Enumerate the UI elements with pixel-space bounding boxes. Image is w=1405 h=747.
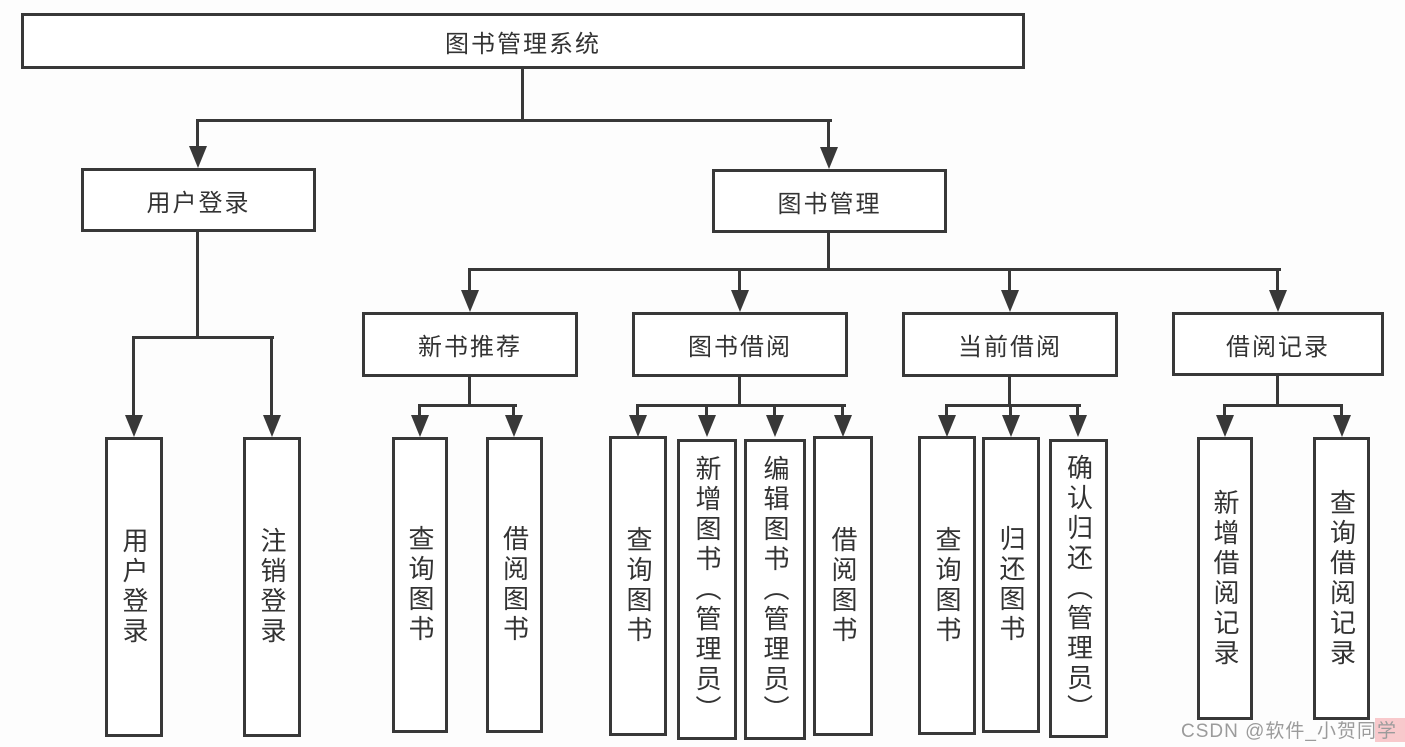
leaf-record-add-label: 新增借阅记录 <box>1210 488 1240 669</box>
leaf-borrow-edit-admin-label: 编辑图书（管理员） <box>760 454 790 725</box>
leaf-user-logout: 注销登录 <box>243 437 301 737</box>
arrow-down-icon <box>820 147 838 169</box>
leaf-newbook-query-label: 查询图书 <box>405 525 435 645</box>
connector-shaft <box>1008 268 1011 294</box>
node-new-book-recommend: 新书推荐 <box>362 312 578 377</box>
arrow-down-icon <box>505 415 523 437</box>
arrow-down-icon <box>263 415 281 437</box>
leaf-current-confirm-admin-label: 确认归还（管理员） <box>1063 453 1094 724</box>
leaf-current-confirm-admin: 确认归还（管理员） <box>1049 439 1108 738</box>
leaf-borrow-add-admin: 新增图书（管理员） <box>677 439 737 740</box>
arrow-down-icon <box>1269 290 1287 312</box>
connector-borrow-bar <box>636 404 846 407</box>
leaf-newbook-borrow-label: 借阅图书 <box>499 525 530 645</box>
connector-shaft <box>1076 404 1079 419</box>
arrow-down-icon <box>1002 415 1020 437</box>
arrow-down-icon <box>698 415 716 437</box>
leaf-borrow-edit-admin: 编辑图书（管理员） <box>744 439 806 740</box>
connector-book-bar <box>468 268 1281 271</box>
connector-newbook-stem <box>468 375 471 407</box>
leaf-borrow-add-admin-label: 新增图书（管理员） <box>692 454 722 725</box>
node-user-login: 用户登录 <box>81 168 316 232</box>
arrow-down-icon <box>1216 415 1234 437</box>
leaf-current-return: 归还图书 <box>982 437 1040 733</box>
leaf-newbook-query: 查询图书 <box>392 437 448 733</box>
leaf-record-add: 新增借阅记录 <box>1197 437 1253 720</box>
connector-shaft <box>705 404 708 419</box>
arrow-down-icon <box>629 415 647 437</box>
node-book-borrow: 图书借阅 <box>632 312 848 377</box>
node-borrow-record: 借阅记录 <box>1172 312 1384 376</box>
watermark: CSDN @软件_小贺同学 <box>1181 716 1397 743</box>
connector-record-bar <box>1223 404 1343 407</box>
arrow-down-icon <box>411 415 429 437</box>
connector-borrow-stem <box>738 375 741 407</box>
arrow-down-icon <box>461 290 479 312</box>
connector-shaft <box>270 336 273 418</box>
leaf-current-return-label: 归还图书 <box>996 525 1026 645</box>
connector-user-stem <box>196 231 199 338</box>
connector-shaft <box>827 119 830 149</box>
leaf-user-login-label: 用户登录 <box>119 527 149 647</box>
leaf-borrow-borrow: 借阅图书 <box>813 436 873 736</box>
arrow-down-icon <box>731 290 749 312</box>
arrow-down-icon <box>125 415 143 437</box>
connector-current-bar <box>945 404 1081 407</box>
connector-user-bar <box>132 336 274 339</box>
leaf-user-logout-label: 注销登录 <box>257 527 287 647</box>
leaf-user-login: 用户登录 <box>105 437 163 737</box>
connector-newbook-bar <box>418 404 517 407</box>
leaf-borrow-borrow-label: 借阅图书 <box>828 526 858 646</box>
arrow-down-icon <box>1333 415 1351 437</box>
node-book-borrow-label: 图书借阅 <box>688 334 792 361</box>
leaf-current-query: 查询图书 <box>918 436 976 735</box>
arrow-down-icon <box>1069 415 1087 437</box>
connector-shaft <box>773 404 776 419</box>
watermark-highlight <box>1375 718 1405 742</box>
connector-record-stem <box>1276 375 1279 407</box>
node-book-management-label: 图书管理 <box>777 190 882 218</box>
connector-shaft <box>1223 404 1226 419</box>
connector-shaft <box>1276 268 1279 294</box>
node-borrow-record-label: 借阅记录 <box>1226 333 1330 361</box>
watermark-text: CSDN @软件_小贺同学 <box>1181 721 1397 742</box>
connector-shaft <box>738 268 741 294</box>
arrow-down-icon <box>834 415 852 437</box>
leaf-record-query-label: 查询借阅记录 <box>1326 488 1357 669</box>
connector-shaft <box>1009 404 1012 419</box>
leaf-current-query-label: 查询图书 <box>932 525 962 646</box>
connector-shaft <box>636 404 639 419</box>
node-new-book-recommend-label: 新书推荐 <box>418 334 522 361</box>
connector-shaft <box>841 404 844 419</box>
leaf-record-query: 查询借阅记录 <box>1313 437 1370 720</box>
node-book-management: 图书管理 <box>712 169 947 233</box>
connector-shaft <box>418 404 421 419</box>
node-root-label: 图书管理系统 <box>445 30 601 58</box>
leaf-borrow-query-label: 查询图书 <box>623 526 653 646</box>
connector-shaft <box>1340 404 1343 419</box>
node-root: 图书管理系统 <box>21 13 1025 69</box>
connector-shaft <box>512 404 515 419</box>
leaf-newbook-borrow: 借阅图书 <box>486 437 543 733</box>
arrow-down-icon <box>766 415 784 437</box>
connector-shaft <box>945 404 948 419</box>
connector-shaft <box>132 336 135 418</box>
connector-root-stem <box>521 69 524 122</box>
connector-root-bar <box>196 119 832 122</box>
node-user-login-label: 用户登录 <box>146 189 251 217</box>
connector-shaft <box>196 119 199 149</box>
node-current-borrow-label: 当前借阅 <box>958 334 1062 361</box>
connector-current-stem <box>1008 375 1011 407</box>
arrow-down-icon <box>189 146 207 168</box>
node-current-borrow: 当前借阅 <box>902 312 1118 377</box>
connector-shaft <box>468 268 471 294</box>
arrow-down-icon <box>938 415 956 437</box>
arrow-down-icon <box>1001 290 1019 312</box>
connector-book-stem <box>827 232 830 271</box>
leaf-borrow-query: 查询图书 <box>609 436 667 736</box>
